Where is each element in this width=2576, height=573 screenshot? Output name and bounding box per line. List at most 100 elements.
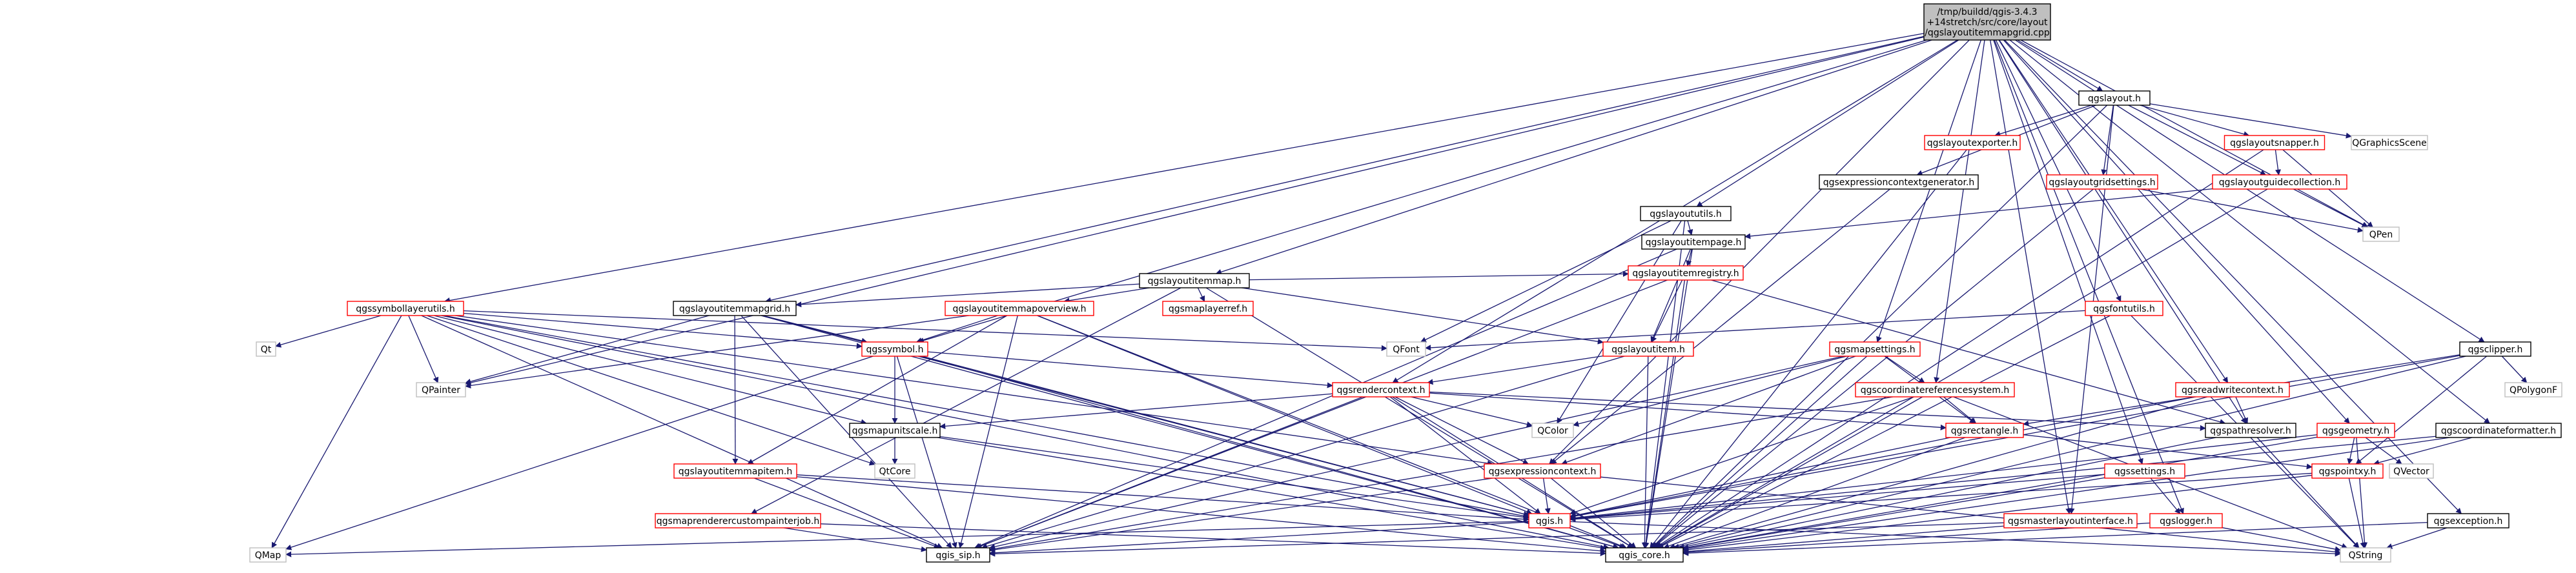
node-itemmapgrid[interactable]: qgslayoutitemmapgrid.h (673, 301, 797, 316)
edge-root-to-symbollayerutils (444, 33, 1925, 304)
node-geometry[interactable]: qgsgeometry.h (2316, 423, 2395, 438)
node-coordformatter[interactable]: qgscoordinateformatter.h (2435, 423, 2562, 438)
edge-exporter-to-qgiscore (1650, 149, 1967, 548)
node-masterlayout[interactable]: qgsmasterlayoutinterface.h (2003, 513, 2138, 528)
node-box (2104, 463, 2185, 479)
node-customjob[interactable]: qgsmaprenderercustompainterjob.h (655, 513, 821, 528)
node-label: qgscoordinatereferencesystem.h (1861, 385, 2010, 396)
node-label: QPolygonF (2510, 385, 2557, 396)
edge-geometry-to-pointxy (2347, 437, 2355, 465)
node-exception[interactable]: qgsexception.h (2427, 513, 2510, 528)
node-box (1855, 382, 2015, 397)
edge-symbollayerutils-to-qgiscore (441, 315, 1610, 550)
node-box (2435, 423, 2562, 438)
node-label: qgsgeometry.h (2322, 426, 2389, 436)
node-qgiscore[interactable]: qgis_core.h (1605, 547, 1684, 563)
node-layoutitem[interactable]: qgslayoutitem.h (1602, 341, 1694, 357)
node-fontutils[interactable]: qgsfontutils.h (2085, 301, 2163, 316)
node-box (249, 547, 287, 563)
edge-root-to-itemmap (1215, 39, 1932, 275)
node-pointxy[interactable]: qgspointxy.h (2311, 463, 2384, 479)
edge-itemregistry-to-layoutitem (1651, 279, 1683, 343)
node-qgis[interactable]: qgis.h (1528, 513, 1571, 528)
node-itemmap[interactable]: qgslayoutitemmap.h (1139, 273, 1250, 288)
nodes: /tmp/buildd/qgis-3.4.3+14stretch/src/cor… (249, 3, 2562, 563)
edge-root-to-clipper (2015, 39, 2485, 343)
edges (271, 33, 2528, 558)
edge-symbollayerutils-to-qfont (463, 310, 1387, 351)
edge-geometry-to-qstring (2356, 437, 2368, 548)
edge-pointxy-to-qstring (2348, 478, 2366, 548)
node-label: qgslayoutguidecollection.h (2219, 177, 2340, 188)
node-label: qgsreadwritecontext.h (2182, 385, 2284, 396)
node-label: qgspathresolver.h (2210, 426, 2291, 436)
node-itempage[interactable]: qgslayoutitempage.h (1641, 234, 1746, 250)
edge-root-to-symbol (917, 39, 1927, 344)
node-mapitem[interactable]: qgslayoutitemmapitem.h (673, 463, 797, 479)
edge-qgis-to-qgiscore (1569, 527, 1626, 549)
edge-gridsettings-to-qpen (2140, 188, 2364, 233)
node-rectangle[interactable]: qgsrectangle.h (1945, 423, 2024, 438)
node-qpen: QPen (2362, 226, 2400, 242)
node-pathresolver[interactable]: qgspathresolver.h (2205, 423, 2296, 438)
edge-overview-to-mapitem (747, 315, 1008, 465)
node-overview[interactable]: qgslayoutitemmapoverview.h (945, 301, 1094, 316)
node-label: QtCore (879, 467, 911, 477)
edge-qgis-to-qmap (285, 521, 1529, 558)
node-mapsettings[interactable]: qgsmapsettings.h (1829, 341, 1921, 357)
edge-overview-to-qgis (1037, 315, 1533, 515)
edge-root-to-mapsettings (1876, 39, 1982, 343)
edge-mapitem-to-qgis (796, 474, 1529, 523)
node-box (1484, 463, 1601, 479)
node-box (1602, 341, 1694, 357)
node-box (1531, 423, 1574, 438)
edge-layoutitem-to-qgissip (981, 356, 1625, 550)
edge-exception-to-qgiscore (1682, 521, 2428, 556)
node-label: qgsexception.h (2434, 516, 2503, 527)
edge-rendercontext-to-rectangle (1429, 392, 1947, 430)
edge-crs-to-qgissip (989, 396, 1894, 552)
node-settings[interactable]: qgssettings.h (2104, 463, 2185, 479)
node-qgslayout[interactable]: qgslayout.h (2078, 90, 2151, 106)
node-crs[interactable]: qgscoordinatereferencesystem.h (1855, 382, 2015, 397)
node-qgissip[interactable]: qgis_sip.h (926, 547, 990, 563)
edge-qgslayout-to-snapper (2140, 105, 2250, 137)
node-exprctx[interactable]: qgsexpressioncontext.h (1484, 463, 1601, 479)
edge-symbollayerutils-to-qmap (271, 315, 402, 548)
node-maplayerref[interactable]: qgsmaplayerref.h (1162, 301, 1254, 316)
edge-coordformatter-to-qgis (1569, 436, 2437, 521)
node-qvector: QVector (2389, 463, 2434, 479)
node-exprgen[interactable]: qgsexpressioncontextgenerator.h (1819, 174, 1979, 190)
edge-overview-to-symbol (915, 315, 998, 343)
node-box (1641, 234, 1746, 250)
node-box (2311, 463, 2384, 479)
edge-root-to-pathresolver (1998, 39, 2247, 424)
node-box (2212, 174, 2347, 190)
node-itemregistry[interactable]: qgslayoutitemregistry.h (1628, 265, 1744, 281)
edge-overview-to-qpainter (465, 315, 969, 389)
node-logger[interactable]: qgslogger.h (2149, 513, 2223, 528)
node-label: qgsclipper.h (2468, 345, 2523, 355)
node-guidecoll[interactable]: qgslayoutguidecollection.h (2212, 174, 2347, 190)
node-mapunitscale[interactable]: qgsmapunitscale.h (849, 423, 941, 438)
node-root[interactable]: /tmp/buildd/qgis-3.4.3+14stretch/src/cor… (1923, 3, 2051, 41)
node-exporter[interactable]: qgslayoutexporter.h (1924, 135, 2021, 150)
node-symbol[interactable]: qgssymbol.h (861, 341, 928, 357)
node-box (2351, 135, 2428, 150)
edge-rendercontext-to-qgis (1389, 396, 1541, 514)
node-rendercontext[interactable]: qgsrendercontext.h (1332, 382, 1430, 397)
edge-symbol-to-qmap (285, 356, 874, 550)
node-gridsettings[interactable]: qgslayoutgridsettings.h (2046, 174, 2158, 190)
node-label: qgis_sip.h (935, 550, 980, 561)
edge-settings-to-logger (2150, 478, 2181, 514)
node-clipper[interactable]: qgsclipper.h (2459, 341, 2531, 357)
node-layoututils[interactable]: qgslayoututils.h (1640, 206, 1732, 221)
node-box (926, 547, 990, 563)
edge-symbollayerutils-to-exprctx (455, 315, 1494, 467)
node-symbollayerutils[interactable]: qgssymbollayerutils.h (347, 301, 464, 316)
edge-root-to-geometry (2003, 39, 2350, 424)
node-label: QFont (1393, 345, 1420, 355)
node-qfont: QFont (1386, 341, 1426, 357)
node-readwritectx[interactable]: qgsreadwritecontext.h (2175, 382, 2290, 397)
node-snapper[interactable]: qgslayoutsnapper.h (2223, 135, 2326, 150)
